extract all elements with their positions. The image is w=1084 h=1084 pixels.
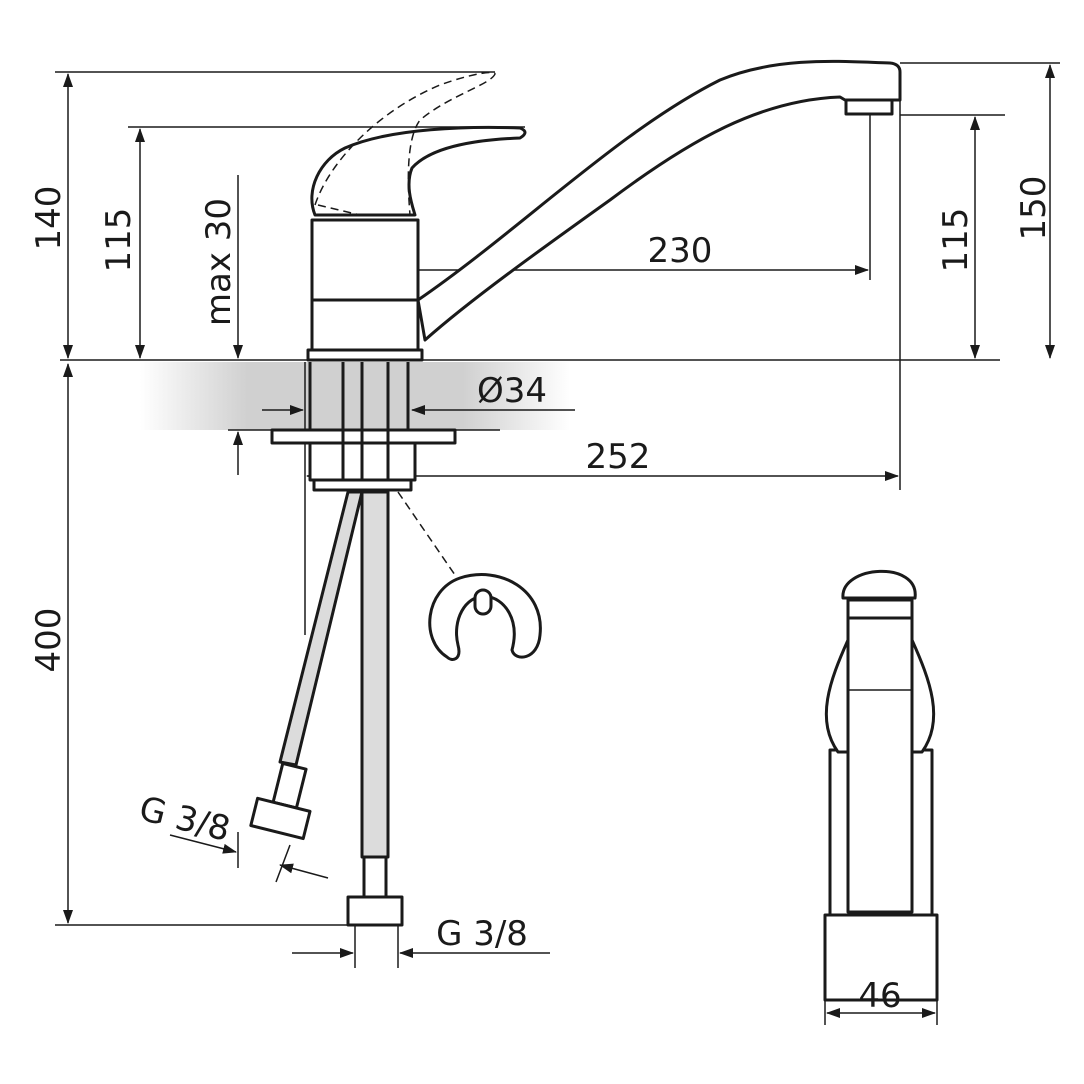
dim-max-30: max 30 (199, 198, 239, 326)
dim-g38-left: G 3/8 (135, 789, 234, 850)
dim-115-left: 115 (99, 208, 139, 273)
dim-400: 400 (29, 608, 69, 673)
faucet-side-view (823, 569, 939, 1002)
dim-46: 46 (858, 976, 901, 1016)
dim-230: 230 (648, 231, 713, 271)
dim-252: 252 (586, 437, 651, 477)
dim-g38-bottom: G 3/8 (436, 914, 528, 954)
dim-140: 140 (29, 186, 69, 251)
countertop-section (140, 362, 570, 430)
dim-150: 150 (1014, 176, 1054, 241)
faucet-front-view (249, 59, 902, 927)
dim-diameter-34: Ø34 (477, 371, 547, 411)
dimension-lines (63, 64, 1055, 1018)
dim-115-right: 115 (936, 208, 976, 273)
